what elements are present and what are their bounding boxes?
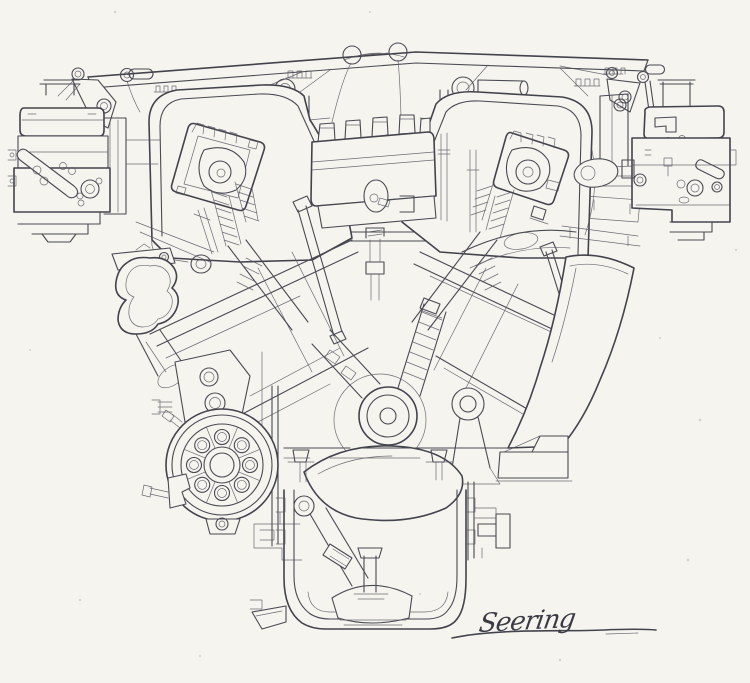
- left-valvetrain: [170, 122, 309, 331]
- left-carburetor: [7, 79, 161, 243]
- right-valvetrain: [411, 130, 619, 331]
- left-exhaust-manifold: [111, 243, 187, 389]
- oil-pan: [249, 489, 476, 630]
- crankshaft: [303, 297, 501, 522]
- signature-text: Seering: [477, 604, 577, 639]
- right-exhaust-downpipe: [495, 225, 641, 482]
- top-crossmember: [57, 42, 666, 169]
- right-carburetor: [621, 79, 737, 241]
- paper-speckles: [29, 10, 738, 662]
- artist-signature: Seering: [451, 604, 657, 639]
- bellhousing-flange: [283, 447, 513, 561]
- distributor: [310, 114, 437, 301]
- starter-pulley: [141, 349, 303, 561]
